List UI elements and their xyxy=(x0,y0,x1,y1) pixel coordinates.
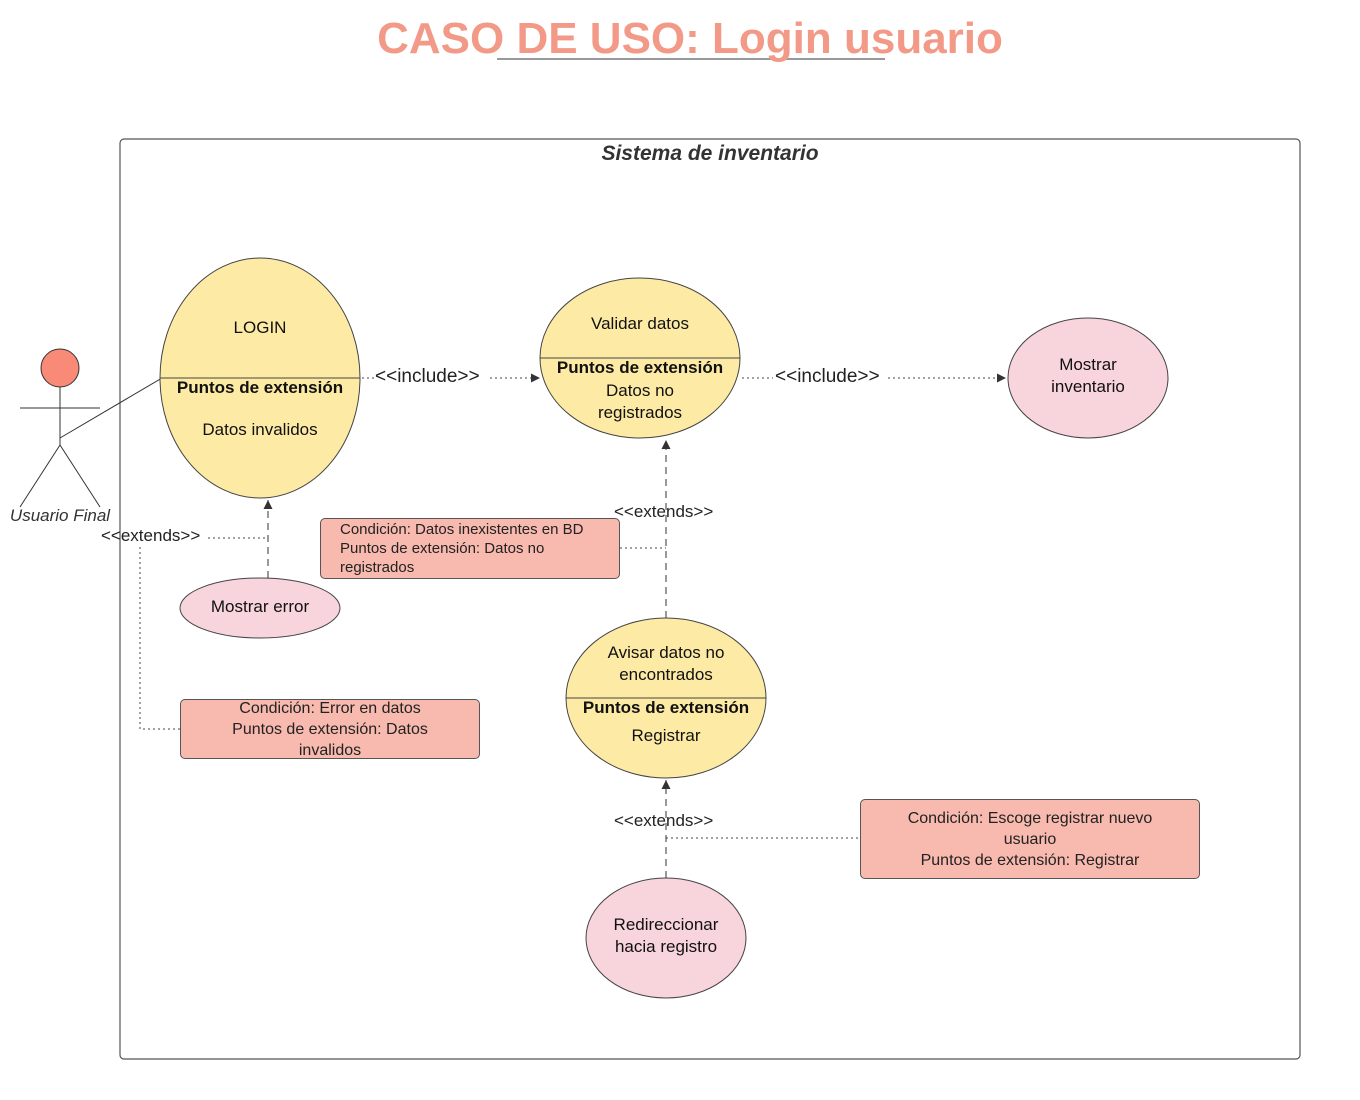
note-datos-inexistentes[interactable]: Condición: Datos inexistentes en BD Punt… xyxy=(320,518,620,579)
avisar-line1: Avisar datos no xyxy=(607,643,725,662)
avisar-line2: encontrados xyxy=(619,665,713,684)
note-registrar-line3: Puntos de extensión: Registrar xyxy=(920,851,1140,869)
note-error-datos[interactable]: Condición: Error en datos Puntos de exte… xyxy=(180,699,480,759)
extends-label-mid: <<extends>> xyxy=(614,502,714,521)
avisar-extension-header: Puntos de extensión xyxy=(582,698,750,717)
diagram-title: CASO DE USO: Login usuario xyxy=(377,14,1003,63)
extends-label-left: <<extends>> xyxy=(101,526,201,545)
validar-extension-line1: Datos no xyxy=(605,381,675,400)
note-error-datos-line3: invalidos xyxy=(298,741,362,759)
system-boundary-label: Sistema de inventario xyxy=(601,142,819,165)
login-name: LOGIN xyxy=(233,318,287,337)
validar-name: Validar datos xyxy=(591,314,689,333)
note-datos-inexistentes-line1: Condición: Datos inexistentes en BD xyxy=(340,521,584,538)
extends-label-bottom: <<extends>> xyxy=(614,811,714,830)
note-link-error-datos xyxy=(139,545,180,730)
mostrar-error-name: Mostrar error xyxy=(210,597,310,616)
avisar-extension-point: Registrar xyxy=(631,726,701,745)
include-label-1: <<include>> xyxy=(375,366,480,387)
validar-extension-line2: registrados xyxy=(597,403,683,422)
login-extension-point: Datos invalidos xyxy=(202,420,318,439)
actor-usuario-final[interactable] xyxy=(19,348,101,508)
note-registrar[interactable]: Condición: Escoge registrar nuevo usuari… xyxy=(860,799,1200,879)
mostrar-inventario-line1: Mostrar xyxy=(1059,355,1117,374)
mostrar-inventario-line2: inventario xyxy=(1051,377,1125,396)
include-label-2: <<include>> xyxy=(775,366,880,387)
actor-head xyxy=(40,348,80,388)
note-error-datos-line2: Puntos de extensión: Datos xyxy=(232,720,428,738)
note-registrar-line2: usuario xyxy=(1003,830,1057,848)
note-error-datos-line1: Condición: Error en datos xyxy=(239,699,421,717)
redireccionar-line2: hacia registro xyxy=(614,937,718,956)
note-datos-inexistentes-line3: registrados xyxy=(340,559,415,576)
system-boundary xyxy=(119,138,1301,1060)
validar-extension-header: Puntos de extensión xyxy=(556,358,724,377)
login-extension-header: Puntos de extensión xyxy=(176,378,344,397)
actor-label: Usuario Final xyxy=(9,506,111,525)
note-datos-inexistentes-line2: Puntos de extensión: Datos no xyxy=(340,540,545,557)
use-case-validar-datos[interactable] xyxy=(539,277,741,439)
use-case-login[interactable] xyxy=(159,257,361,499)
association-line xyxy=(59,377,163,439)
redireccionar-line1: Redireccionar xyxy=(613,915,719,934)
use-case-mostrar-error[interactable] xyxy=(179,577,341,639)
note-registrar-line1: Condición: Escoge registrar nuevo xyxy=(907,809,1153,827)
use-case-mostrar-inventario[interactable] xyxy=(1007,317,1169,439)
